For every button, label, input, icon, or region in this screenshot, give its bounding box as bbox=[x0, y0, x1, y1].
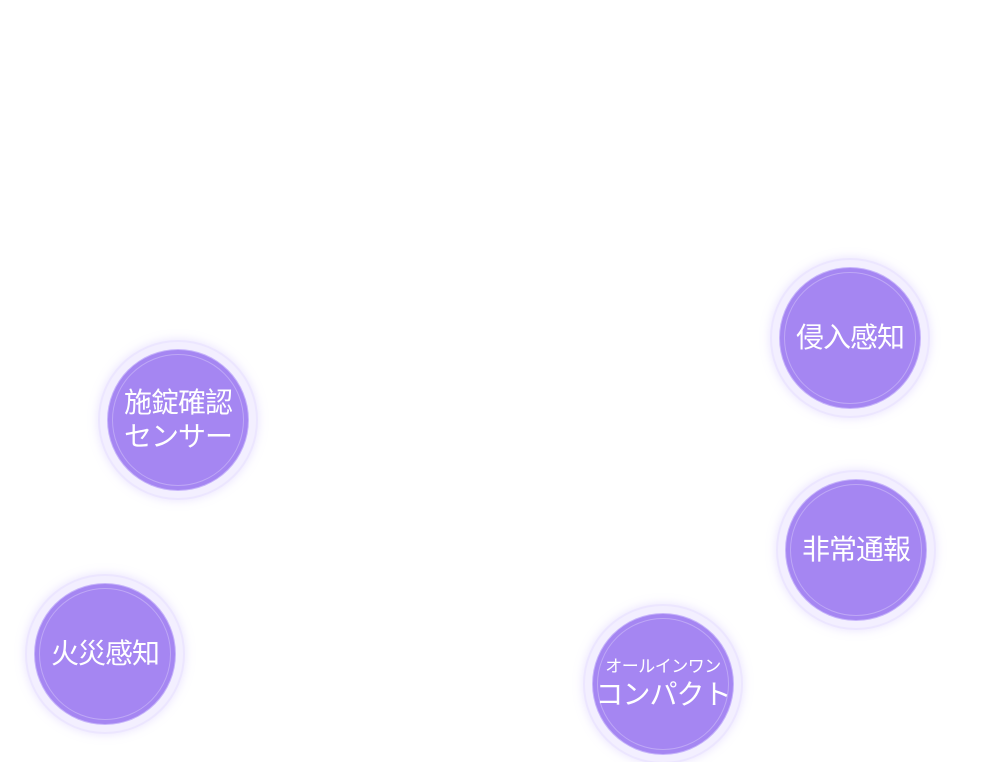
emergency-call-label: 非常通報 bbox=[801, 533, 911, 566]
fire-detection-button[interactable]: 火災感知 bbox=[27, 576, 183, 732]
intrusion-detection-button[interactable]: 侵入感知 bbox=[772, 260, 928, 416]
all-in-one-label-small: オールインワン bbox=[605, 657, 721, 677]
emergency-call-button[interactable]: 非常通報 bbox=[778, 472, 934, 628]
all-in-one-compact-disc: オールインワン コンパクト bbox=[593, 614, 733, 754]
all-in-one-label-main: コンパクト bbox=[595, 678, 731, 711]
all-in-one-compact-button[interactable]: オールインワン コンパクト bbox=[585, 606, 741, 762]
intrusion-detection-label: 侵入感知 bbox=[795, 321, 905, 354]
lock-sensor-button[interactable]: 施錠確認 センサー bbox=[100, 342, 256, 498]
fire-detection-disc: 火災感知 bbox=[35, 584, 175, 724]
emergency-call-disc: 非常通報 bbox=[786, 480, 926, 620]
lock-sensor-label-line1: 施錠確認 bbox=[123, 386, 233, 419]
lock-sensor-disc: 施錠確認 センサー bbox=[108, 350, 248, 490]
intrusion-detection-disc: 侵入感知 bbox=[780, 268, 920, 408]
lock-sensor-label-line2: センサー bbox=[123, 420, 233, 453]
fire-detection-label: 火災感知 bbox=[50, 637, 160, 670]
